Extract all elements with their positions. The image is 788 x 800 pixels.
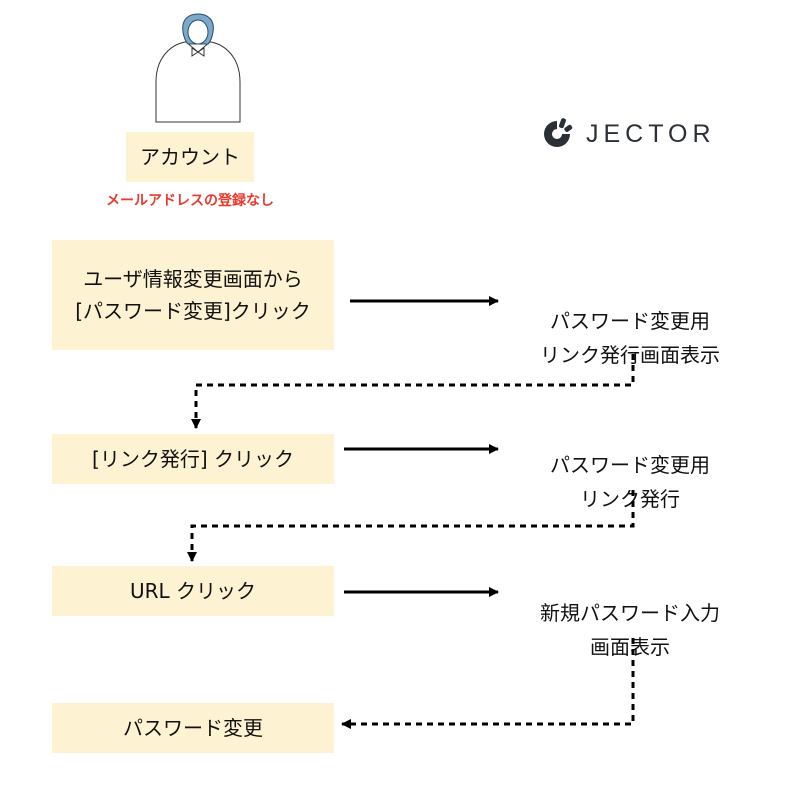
step-1-result: パスワード変更用 リンク発行画面表示 [500, 270, 760, 372]
jector-logo-icon [544, 118, 573, 147]
step-1-action: ユーザ情報変更画面から [パスワード変更]クリック [52, 240, 334, 350]
step-2-result: パスワード変更用 リンク発行 [500, 414, 760, 516]
step-2-action-text: [リンク発行] クリック [92, 447, 294, 471]
step-4-action-text: パスワード変更 [123, 716, 263, 740]
step-3-result: 新規パスワード入力 画面表示 [500, 562, 760, 664]
brand-name: JECTOR [586, 119, 716, 148]
actor-note: メールアドレスの登録なし [106, 193, 274, 209]
actor-label: アカウント [126, 132, 254, 182]
step-3-action-text: URL クリック [129, 579, 257, 603]
step-3-action: URL クリック [52, 566, 334, 616]
dashed-connector-3 [341, 638, 635, 729]
step-1-action-text: ユーザ情報変更画面から [パスワード変更]クリック [75, 267, 311, 323]
step-2-result-text: パスワード変更用 リンク発行 [550, 453, 710, 511]
step-1-result-text: パスワード変更用 リンク発行画面表示 [540, 309, 720, 367]
actor-name: アカウント [140, 145, 240, 169]
brand-logo: JECTOR [538, 114, 728, 154]
dashed-connector-2 [187, 490, 635, 562]
step-2-action: [リンク発行] クリック [52, 434, 334, 484]
step-3-result-text: 新規パスワード入力 画面表示 [540, 601, 720, 659]
dashed-connector-1 [191, 354, 635, 429]
user-icon [155, 13, 241, 123]
step-4-action: パスワード変更 [52, 703, 334, 753]
